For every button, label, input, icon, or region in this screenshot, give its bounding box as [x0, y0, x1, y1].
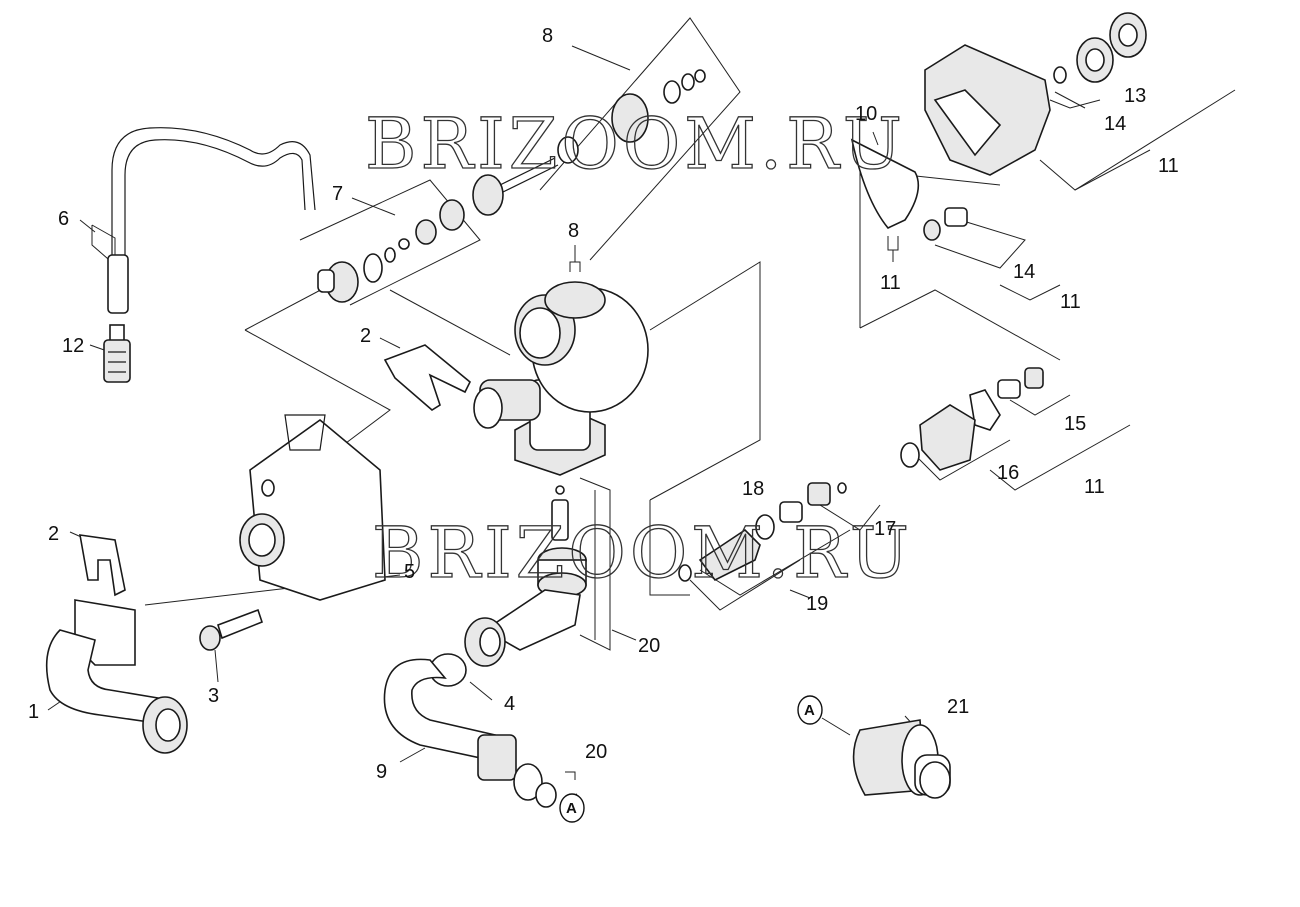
watermark-top: BRIZOOM.RU — [365, 103, 906, 185]
callout-4: 4 — [504, 693, 515, 715]
callout-20-mid: 20 — [638, 635, 660, 657]
reference-mark-a-bottom: A — [559, 793, 585, 823]
valve-group-part-8 — [472, 69, 706, 216]
valve-part-14-mid — [923, 207, 968, 241]
outlet-hose-part-9 — [383, 653, 557, 808]
watermark-bottom: BRIZOOM.RU — [372, 512, 913, 594]
callout-6: 6 — [58, 208, 69, 230]
callout-3: 3 — [208, 685, 219, 707]
elbow-part-1 — [45, 599, 188, 754]
callout-15: 15 — [1064, 413, 1086, 435]
callout-5: 5 — [404, 561, 415, 583]
callout-1: 1 — [28, 701, 39, 723]
callout-10: 10 — [855, 103, 877, 125]
valve-part-16 — [900, 404, 976, 471]
bolt-part-3 — [199, 608, 263, 651]
valve-part-17-18 — [779, 482, 847, 523]
callout-2-top: 2 — [360, 325, 371, 347]
seal-part-10 — [850, 138, 920, 229]
callout-16: 16 — [997, 462, 1019, 484]
callout-13: 13 — [1124, 85, 1146, 107]
piston-part-20 — [537, 485, 587, 598]
callout-8-mid: 8 — [568, 220, 579, 242]
assembly-brackets — [47, 17, 1236, 799]
callout-21: 21 — [947, 696, 969, 718]
pump-body-part-5 — [239, 414, 386, 601]
reference-mark-label: A — [804, 702, 815, 719]
callout-11-low: 11 — [1084, 476, 1105, 498]
callout-labels: 8 10 13 14 11 6 7 8 11 14 11 2 12 15 16 … — [28, 25, 1179, 783]
coupling-part-21 — [852, 719, 951, 799]
valve-group-part-7 — [317, 199, 465, 303]
callout-17: 17 — [874, 518, 896, 540]
valve-part-15 — [969, 367, 1044, 431]
valve-part-19 — [678, 514, 775, 582]
callout-2-bottom: 2 — [48, 523, 59, 545]
clip-part-2-lower — [79, 534, 126, 597]
reference-mark-a-coupling: A — [797, 695, 823, 725]
reference-mark-label: A — [566, 800, 577, 817]
outlet-pipe-part-4 — [464, 589, 581, 667]
callout-8-top: 8 — [542, 25, 553, 47]
callout-11-top: 11 — [1158, 155, 1179, 177]
hose-part-6 — [107, 127, 316, 314]
callout-18: 18 — [742, 478, 764, 500]
callout-9: 9 — [376, 761, 387, 783]
callout-20-bottom: 20 — [585, 741, 607, 763]
pump-head-part-8 — [473, 281, 649, 476]
cylinder-head-part-11 — [924, 12, 1147, 176]
callout-12: 12 — [62, 335, 84, 357]
callout-14-mid: 14 — [1013, 261, 1035, 283]
filter-part-12 — [103, 324, 131, 383]
callout-14-top: 14 — [1104, 113, 1126, 135]
callout-19: 19 — [806, 593, 828, 615]
callout-11-under-10: 11 — [880, 272, 901, 294]
callout-7: 7 — [332, 183, 343, 205]
clip-part-2-upper — [383, 344, 472, 411]
callout-11-mid: 11 — [1060, 291, 1081, 313]
